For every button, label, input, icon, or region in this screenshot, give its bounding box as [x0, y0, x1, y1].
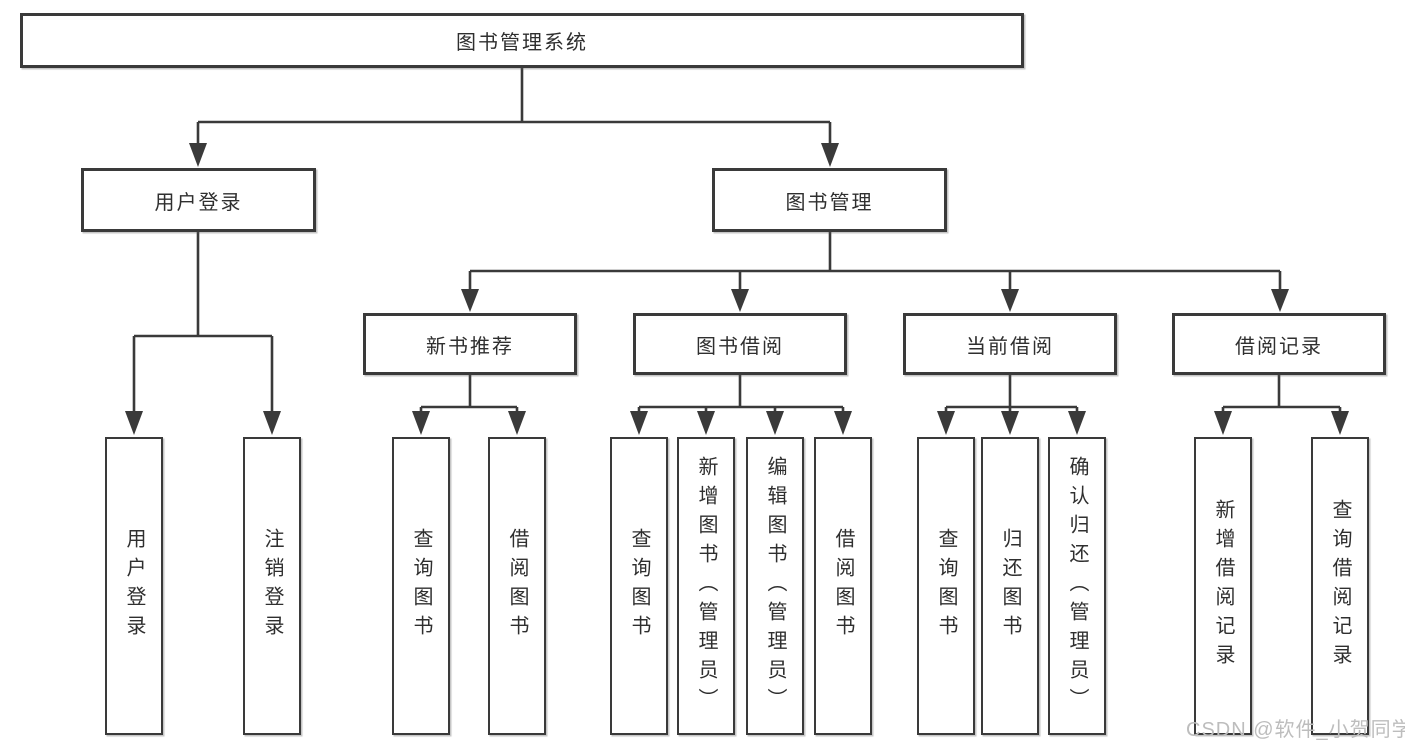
node-current-borrow: 当前借阅	[903, 313, 1117, 375]
node-book-borrow-label: 图书借阅	[696, 335, 784, 358]
leaf-query-books-borrow: 查询图书	[610, 437, 668, 735]
leaf-borrow-books: 借阅图书	[814, 437, 872, 735]
leaf-user-login: 用户登录	[105, 437, 163, 735]
arrowhead	[412, 411, 430, 435]
leaf-query-borrow-record: 查询借阅记录	[1311, 437, 1369, 735]
node-book-management-label: 图书管理	[785, 191, 874, 214]
arrowhead	[821, 143, 839, 167]
leaf-logout: 注销登录	[243, 437, 301, 735]
node-new-book-recommend-label: 新书推荐	[426, 335, 514, 358]
node-library-system-label: 图书管理系统	[456, 32, 588, 54]
arrowhead	[1001, 411, 1019, 435]
arrowhead	[1271, 289, 1289, 312]
node-library-system: 图书管理系统	[20, 13, 1024, 68]
arrowhead	[1068, 411, 1086, 435]
arrowhead	[697, 411, 715, 435]
arrowhead	[630, 411, 648, 435]
leaf-query-books-current: 查询图书	[917, 437, 975, 735]
leaf-edit-books-admin: 编辑图书（管理员）	[746, 437, 804, 735]
arrowhead	[1214, 411, 1232, 435]
node-borrow-records-label: 借阅记录	[1235, 335, 1323, 358]
arrowhead	[766, 411, 784, 435]
node-current-borrow-label: 当前借阅	[966, 335, 1054, 358]
leaf-add-borrow-record: 新增借阅记录	[1194, 437, 1252, 735]
node-book-borrow: 图书借阅	[633, 313, 847, 375]
leaf-borrow-books-recommend: 借阅图书	[488, 437, 546, 735]
arrowhead	[508, 411, 526, 435]
arrowhead	[1331, 411, 1349, 435]
arrowhead	[189, 143, 207, 167]
arrowhead	[263, 411, 281, 435]
leaf-add-books-admin: 新增图书（管理员）	[677, 437, 735, 735]
arrowhead	[731, 289, 749, 312]
node-book-management: 图书管理	[712, 168, 947, 232]
node-user-login-label: 用户登录	[154, 191, 243, 214]
arrowhead	[125, 411, 143, 435]
leaf-query-books-recommend: 查询图书	[392, 437, 450, 735]
leaf-return-books: 归还图书	[981, 437, 1039, 735]
node-borrow-records: 借阅记录	[1172, 313, 1386, 375]
arrowhead	[461, 289, 479, 312]
node-new-book-recommend: 新书推荐	[363, 313, 577, 375]
node-user-login: 用户登录	[81, 168, 316, 232]
csdn-watermark: CSDN @软件_小贺同学	[1186, 719, 1405, 741]
arrowhead	[834, 411, 852, 435]
arrowhead	[1001, 289, 1019, 312]
arrowhead	[937, 411, 955, 435]
leaf-confirm-return-admin: 确认归还（管理员）	[1048, 437, 1106, 735]
